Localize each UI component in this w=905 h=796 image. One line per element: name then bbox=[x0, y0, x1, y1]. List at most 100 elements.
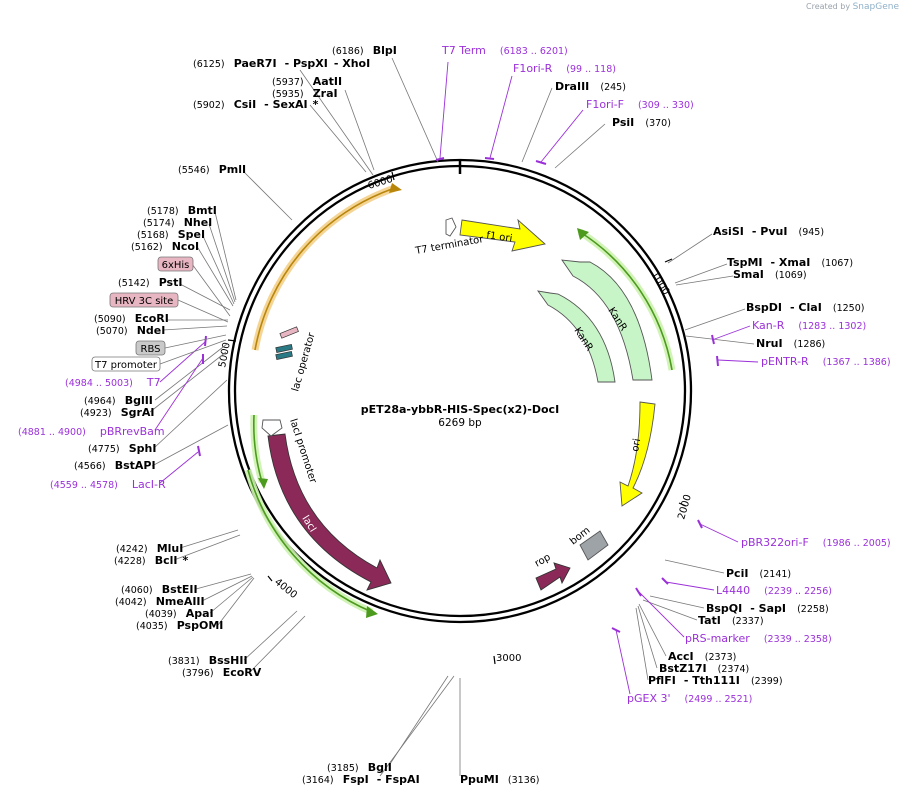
enzyme-label-bstz17i: BstZ17I (2374) bbox=[659, 657, 749, 676]
primer-label-t7: (4984 .. 5003)T7 bbox=[65, 376, 161, 389]
primer-mark-pbr322ori-f bbox=[697, 519, 703, 529]
enzyme-label-bspdi: BspDI- ClaI (1250) bbox=[746, 296, 864, 315]
feature-tags: 6xHis HRV 3C site RBS T7 promoter bbox=[91, 256, 194, 372]
leader-pmli bbox=[243, 171, 293, 221]
tag-box-6xhis bbox=[157, 256, 194, 272]
enzyme-label-ppumi: PpuMI (3136) bbox=[460, 768, 540, 787]
feature-laci-promoter bbox=[261, 419, 283, 437]
leader-bcli bbox=[173, 534, 241, 561]
primer-labels: T7 Term(6183 .. 6201) F1ori-R(99 .. 118)… bbox=[18, 44, 891, 705]
primer-label-f1ori-f: F1ori-F(309 .. 330) bbox=[586, 98, 694, 111]
feature-his-tag-box bbox=[279, 326, 299, 339]
tick-label-2000: 2000 bbox=[676, 493, 694, 520]
feature-label-ori: ori bbox=[630, 438, 643, 453]
leader-bsteii bbox=[195, 573, 252, 590]
enzyme-label-bspqi: BspQI- SapI (2258) bbox=[706, 597, 829, 616]
enzyme-label-apai: (4039) ApaI bbox=[145, 602, 214, 621]
primer-label-kan-r: Kan-R(1283 .. 1302) bbox=[752, 319, 866, 332]
leader-psti bbox=[179, 283, 231, 311]
feature-lac-operator-box2 bbox=[275, 350, 293, 361]
enzyme-label-bstapi: (4566) BstAPI bbox=[74, 454, 156, 473]
feature-kanr-inner bbox=[537, 290, 616, 383]
orf-arc-bottom-left-line bbox=[247, 469, 373, 613]
leader-bstz17i bbox=[637, 605, 658, 669]
tag-box-t7-promoter bbox=[91, 356, 161, 372]
leader-nrui bbox=[685, 335, 755, 345]
enzyme-label-fspi: (3164) FspI- FspAI bbox=[302, 768, 420, 787]
leader-primer-prs-marker bbox=[638, 591, 685, 638]
leader-primer-f1ori-f bbox=[540, 109, 584, 163]
feature-tag-leaders bbox=[159, 263, 231, 365]
leader-primer-t7-term bbox=[439, 61, 449, 159]
enzyme-label-paer7i: (6125) PaeR7I- PspXI- XhoI bbox=[193, 52, 370, 71]
snapgene-credit: Created by SnapGene bbox=[806, 2, 899, 12]
tick-5000 bbox=[227, 339, 237, 342]
enzyme-label-spei: (5168) SpeI bbox=[137, 223, 205, 242]
primer-mark-t7 bbox=[204, 335, 207, 347]
enzyme-labels-right: PpuMI (3136) DraIII (245) PsiI (370) Asi… bbox=[460, 80, 864, 787]
leader-psii bbox=[554, 123, 606, 169]
feature-kanr-outer bbox=[561, 259, 653, 381]
leader-aatii bbox=[344, 89, 375, 171]
enzyme-label-bglii: (4964) BglII bbox=[84, 389, 153, 408]
tick-label-4000: 4000 bbox=[272, 577, 299, 601]
enzyme-label-bgli: (3185) BglI bbox=[327, 756, 392, 775]
feature-rop bbox=[535, 562, 571, 591]
leader-primer-kan-r bbox=[711, 325, 751, 341]
leader-tag-6xhis bbox=[191, 263, 231, 317]
tick-4000 bbox=[267, 575, 273, 582]
primer-label-pgex3: pGEX 3'(2499 .. 2521) bbox=[627, 692, 752, 705]
leader-nmeaiii bbox=[201, 575, 253, 602]
credit-brand: SnapGene bbox=[852, 2, 899, 12]
enzyme-label-sgrai: (4923) SgrAI bbox=[80, 401, 155, 420]
primer-label-laci-r: (4559 .. 4578)LacI-R bbox=[50, 478, 166, 491]
enzyme-label-bcli: (4228) BclI* bbox=[114, 549, 188, 568]
enzyme-label-psii: PsiI (370) bbox=[612, 111, 671, 130]
orf-arcs bbox=[244, 183, 676, 618]
enzyme-label-sphi: (4775) SphI bbox=[88, 437, 156, 456]
leader-asisi bbox=[667, 233, 713, 264]
primer-mark-l4440 bbox=[661, 577, 669, 585]
enzyme-label-blpi: (6186) BlpI bbox=[332, 39, 397, 58]
leader-bsshii bbox=[243, 610, 298, 661]
leader-pcii bbox=[664, 559, 725, 574]
leader-mlui bbox=[179, 529, 239, 549]
enzyme-label-pcii: PciI (2141) bbox=[726, 562, 791, 581]
primer-label-pbrrevbam: (4881 .. 4900)pBRrevBam bbox=[18, 425, 165, 438]
enzyme-label-zrai: (5935) ZraI bbox=[272, 82, 338, 101]
leader-fspi bbox=[379, 675, 455, 777]
plasmid-size: 6269 bp bbox=[438, 417, 482, 429]
enzyme-label-bsshii: (3831) BssHII bbox=[168, 649, 248, 668]
primer-mark-f1ori-f bbox=[535, 160, 547, 165]
enzyme-label-pflfi: PflFI- Tth111I (2399) bbox=[648, 669, 783, 688]
leader-acci bbox=[638, 603, 667, 657]
feature-bom bbox=[579, 530, 609, 561]
leader-tag-t7-promoter bbox=[159, 339, 227, 365]
enzyme-label-pspomi: (4035) PspOMI bbox=[136, 614, 223, 633]
leader-bspqi bbox=[649, 595, 705, 609]
primer-mark-pgex3 bbox=[611, 627, 621, 633]
leader-csii bbox=[309, 104, 367, 173]
leader-blpi bbox=[391, 57, 439, 163]
leader-bmti bbox=[214, 211, 237, 301]
enzyme-label-bmti: (5178) BmtI bbox=[147, 199, 217, 218]
leader-paer7i bbox=[299, 69, 374, 176]
leader-nhei bbox=[208, 223, 236, 303]
leader-ndei bbox=[162, 325, 228, 331]
enzyme-label-ndei: (5070) NdeI bbox=[96, 319, 165, 338]
primer-label-prs-marker: pRS-marker(2339 .. 2358) bbox=[685, 632, 832, 645]
enzyme-label-psti: (5142) PstI bbox=[118, 271, 182, 290]
enzyme-label-nrui: NruI (1286) bbox=[756, 332, 825, 351]
plasmid-name: pET28a-ybbR-HIS-Spec(x2)-DocI bbox=[361, 403, 559, 416]
leader-ncoi bbox=[197, 247, 234, 307]
tick-6000 bbox=[391, 171, 395, 181]
enzyme-leaders-left bbox=[149, 57, 455, 777]
enzyme-label-nhei: (5174) NheI bbox=[143, 211, 212, 230]
leader-apai bbox=[209, 576, 254, 614]
primer-label-t7-term: T7 Term(6183 .. 6201) bbox=[441, 44, 568, 57]
leader-spei bbox=[202, 235, 235, 305]
tag-label-t7-promoter: T7 promoter bbox=[94, 360, 158, 371]
leader-ecorv bbox=[249, 615, 306, 673]
feature-laci bbox=[267, 433, 392, 591]
leader-tspmi bbox=[674, 263, 728, 284]
